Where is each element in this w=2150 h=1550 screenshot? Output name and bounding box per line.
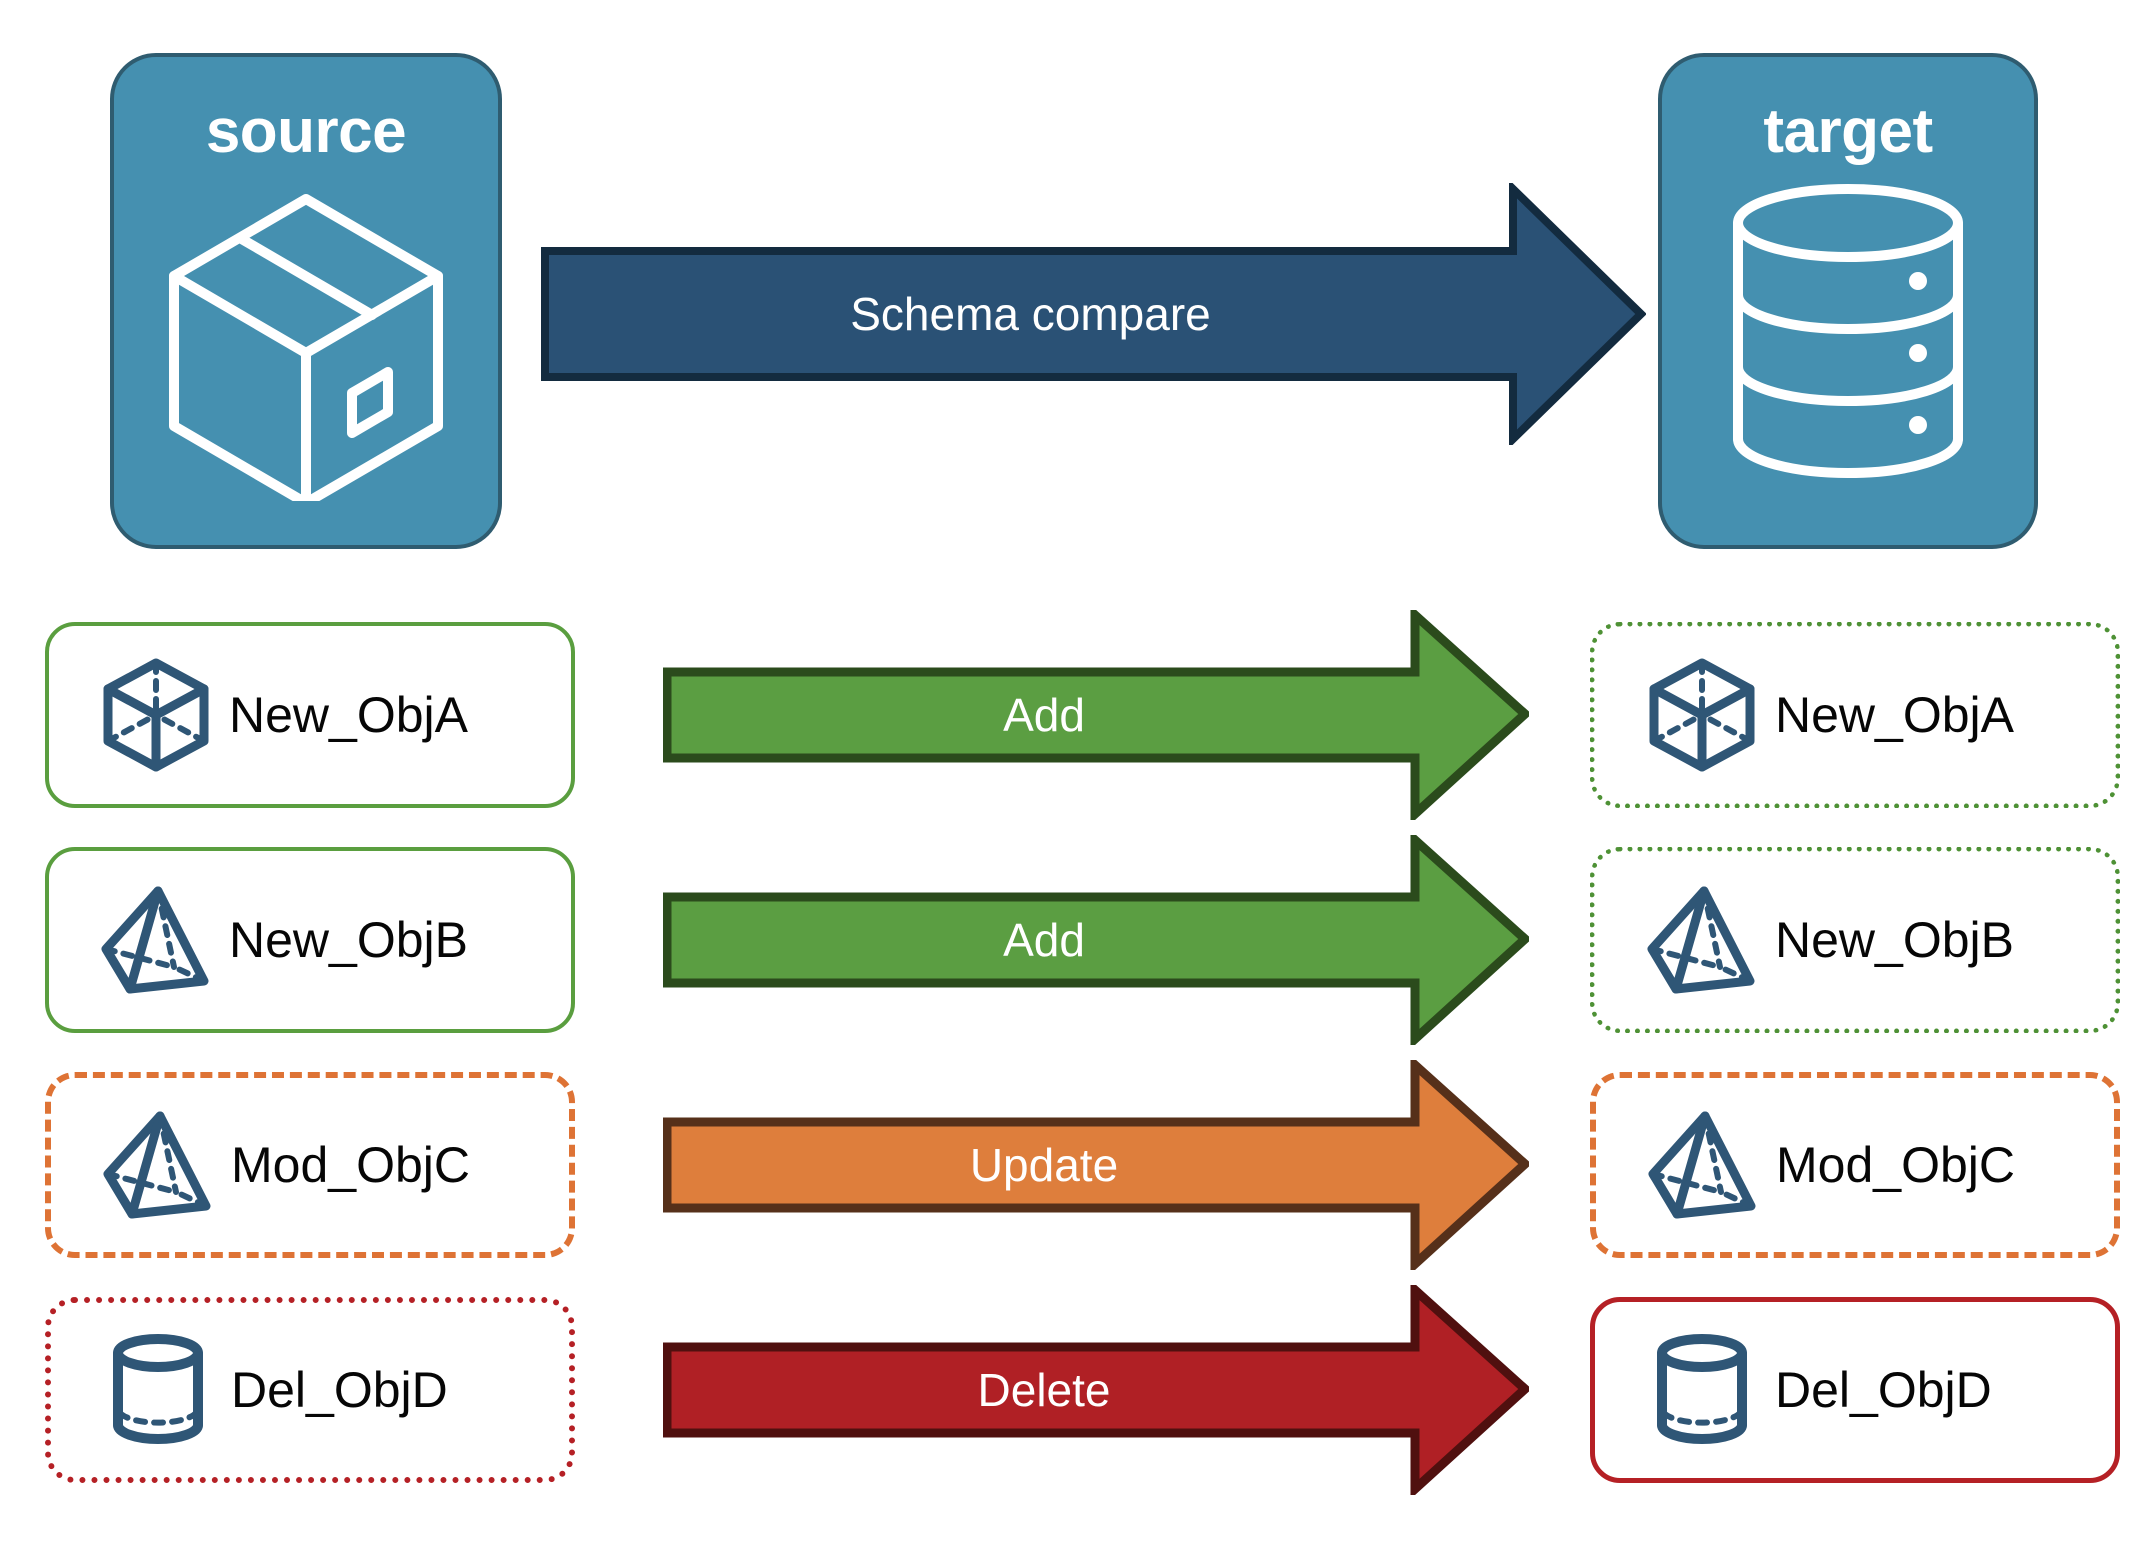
action-arrow-add[interactable]: Add [663,835,1529,1045]
target-object-card[interactable]: Del_ObjD [1590,1297,2120,1483]
source-object-label: New_ObjA [229,687,468,743]
target-panel[interactable]: target [1658,53,2038,549]
diff-row: Del_ObjD Delete Del_ObjD [0,1285,2150,1495]
wireframe-pyramid-icon [1644,1110,1762,1220]
wireframe-cube-icon [97,657,215,773]
schema-compare-arrow[interactable]: Schema compare [541,183,1646,445]
target-object-label: New_ObjA [1775,687,2014,743]
target-object-label: New_ObjB [1775,912,2014,968]
database-stack-icon [1714,181,1982,486]
source-object-card[interactable]: Mod_ObjC [45,1072,575,1258]
action-arrow-label: Add [1003,914,1085,966]
wireframe-pyramid-icon [99,1110,217,1220]
wireframe-cylinder-icon [99,1333,217,1447]
schema-compare-label: Schema compare [850,288,1211,340]
diff-row: Mod_ObjC Update Mod_ObjC [0,1060,2150,1270]
action-arrow-add[interactable]: Add [663,610,1529,820]
target-object-label: Mod_ObjC [1776,1137,2015,1193]
action-arrow-label: Update [969,1139,1119,1191]
wireframe-pyramid-icon [1643,885,1761,995]
target-panel-title: target [1763,97,1933,166]
source-panel[interactable]: source [110,53,502,549]
action-arrow-label: Delete [977,1364,1111,1416]
source-object-label: New_ObjB [229,912,468,968]
action-arrow-update[interactable]: Update [663,1060,1529,1270]
action-arrow-label: Add [1003,689,1085,741]
target-object-card[interactable]: New_ObjA [1590,622,2120,808]
package-box-icon [156,181,456,508]
source-object-label: Del_ObjD [231,1362,448,1418]
target-object-card[interactable]: New_ObjB [1590,847,2120,1033]
diff-row: New_ObjA Add New_ [0,610,2150,820]
target-object-label: Del_ObjD [1775,1362,1992,1418]
wireframe-pyramid-icon [97,885,215,995]
source-object-card[interactable]: New_ObjA [45,622,575,808]
wireframe-cube-icon [1643,657,1761,773]
target-object-card[interactable]: Mod_ObjC [1590,1072,2120,1258]
action-arrow-delete[interactable]: Delete [663,1285,1529,1495]
diff-row: New_ObjB Add New_ObjB [0,835,2150,1045]
wireframe-cylinder-icon [1643,1333,1761,1447]
source-object-label: Mod_ObjC [231,1137,470,1193]
source-object-card[interactable]: Del_ObjD [45,1297,575,1483]
source-panel-title: source [205,97,407,166]
source-object-card[interactable]: New_ObjB [45,847,575,1033]
